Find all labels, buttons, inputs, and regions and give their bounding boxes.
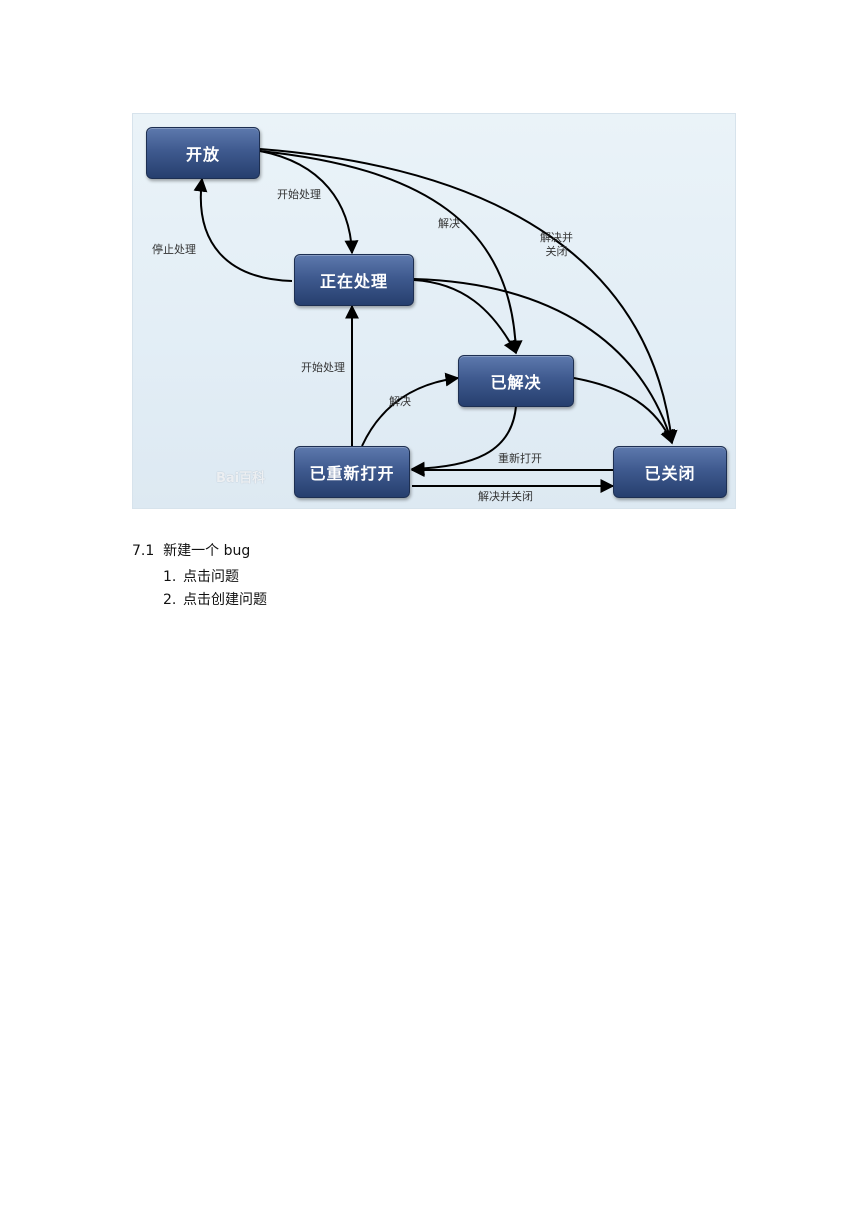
edge-open-to-resolved	[259, 150, 523, 355]
node-in-progress: 正在处理	[294, 254, 414, 306]
list-item: 1. 点击问题	[163, 566, 267, 589]
node-closed: 已关闭	[613, 446, 727, 498]
node-reopened: 已重新打开	[294, 446, 410, 498]
step-number: 1.	[163, 569, 177, 585]
label-reopened-to-in-progress: 开始处理	[301, 361, 345, 374]
section-heading: 7.1 新建一个 bug	[132, 542, 250, 560]
step-number: 2.	[163, 592, 177, 608]
section-title: 新建一个 bug	[163, 543, 251, 559]
edge-in-progress-to-open	[193, 177, 293, 282]
edge-open-to-closed	[259, 148, 678, 445]
label-reopened-to-closed: 解决并关闭	[478, 490, 533, 503]
edge-open-to-in-progress	[259, 150, 359, 255]
label-open-to-closed-line1: 解决并	[540, 231, 573, 244]
step-text: 点击创建问题	[183, 592, 267, 608]
edge-resolved-to-closed	[573, 377, 674, 445]
label-open-to-closed-line2: 关闭	[545, 245, 568, 258]
label-reopened-to-resolved: 解决	[389, 395, 411, 408]
label-in-progress-to-open: 停止处理	[152, 243, 196, 256]
node-open: 开放	[146, 127, 260, 179]
label-open-to-closed: 解决并 关闭	[540, 231, 573, 259]
edge-resolved-to-reopened	[410, 405, 517, 476]
list-item: 2. 点击创建问题	[163, 589, 267, 612]
label-open-to-resolved: 解决	[438, 217, 460, 230]
steps-list: 1. 点击问题 2. 点击创建问题	[163, 566, 267, 612]
label-open-to-in-progress: 开始处理	[277, 188, 321, 201]
label-closed-to-reopened: 重新打开	[498, 452, 542, 465]
edge-in-progress-to-resolved	[413, 279, 517, 355]
section-number: 7.1	[132, 543, 155, 559]
node-resolved: 已解决	[458, 355, 574, 407]
workflow-diagram: 开放 正在处理 已解决 已重新打开 已关闭 开始处理 停止处理 解决 解决并 关…	[132, 113, 736, 509]
workflow-edges	[193, 148, 678, 493]
edge-in-progress-to-closed	[413, 278, 676, 445]
edge-reopened-to-resolved	[361, 372, 460, 447]
step-text: 点击问题	[183, 569, 239, 585]
baidu-watermark: Bai百科	[216, 471, 266, 486]
